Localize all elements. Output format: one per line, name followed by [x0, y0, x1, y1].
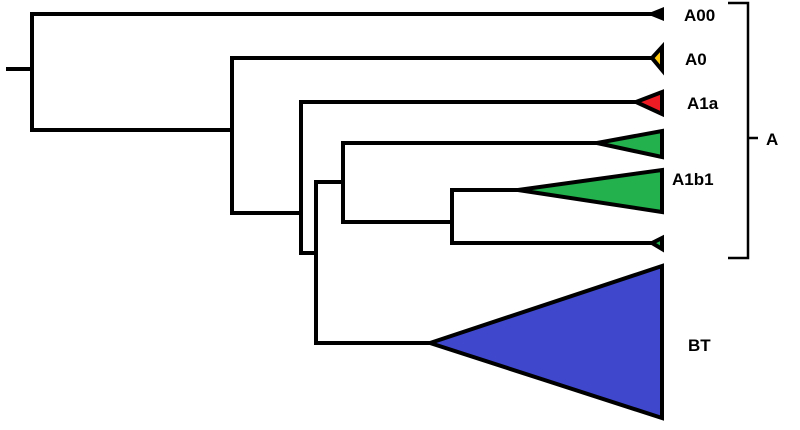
clade-a1b1-triangle-1	[596, 128, 664, 160]
branch-main	[30, 56, 234, 215]
label-a1b1: A1b1	[672, 170, 714, 189]
clade-a1b1-triangle-3	[647, 234, 664, 253]
clade-a1a-triangle	[630, 89, 664, 118]
branch-a1b1	[314, 141, 654, 245]
label-a0: A0	[685, 50, 707, 69]
clade-bt-triangle	[423, 263, 664, 421]
label-group-a: A	[766, 130, 778, 149]
clade-a00-triangle	[646, 7, 664, 21]
tree-branches	[6, 12, 654, 345]
branch-a1	[230, 100, 303, 255]
label-a00: A00	[684, 6, 715, 25]
branch-a1b	[299, 180, 318, 345]
clade-a0-triangle	[649, 41, 664, 76]
group-a-bracket	[728, 1, 758, 260]
label-a1a: A1a	[687, 94, 719, 113]
label-bt: BT	[688, 336, 711, 355]
clade-a1b1-triangle-2	[517, 167, 664, 215]
